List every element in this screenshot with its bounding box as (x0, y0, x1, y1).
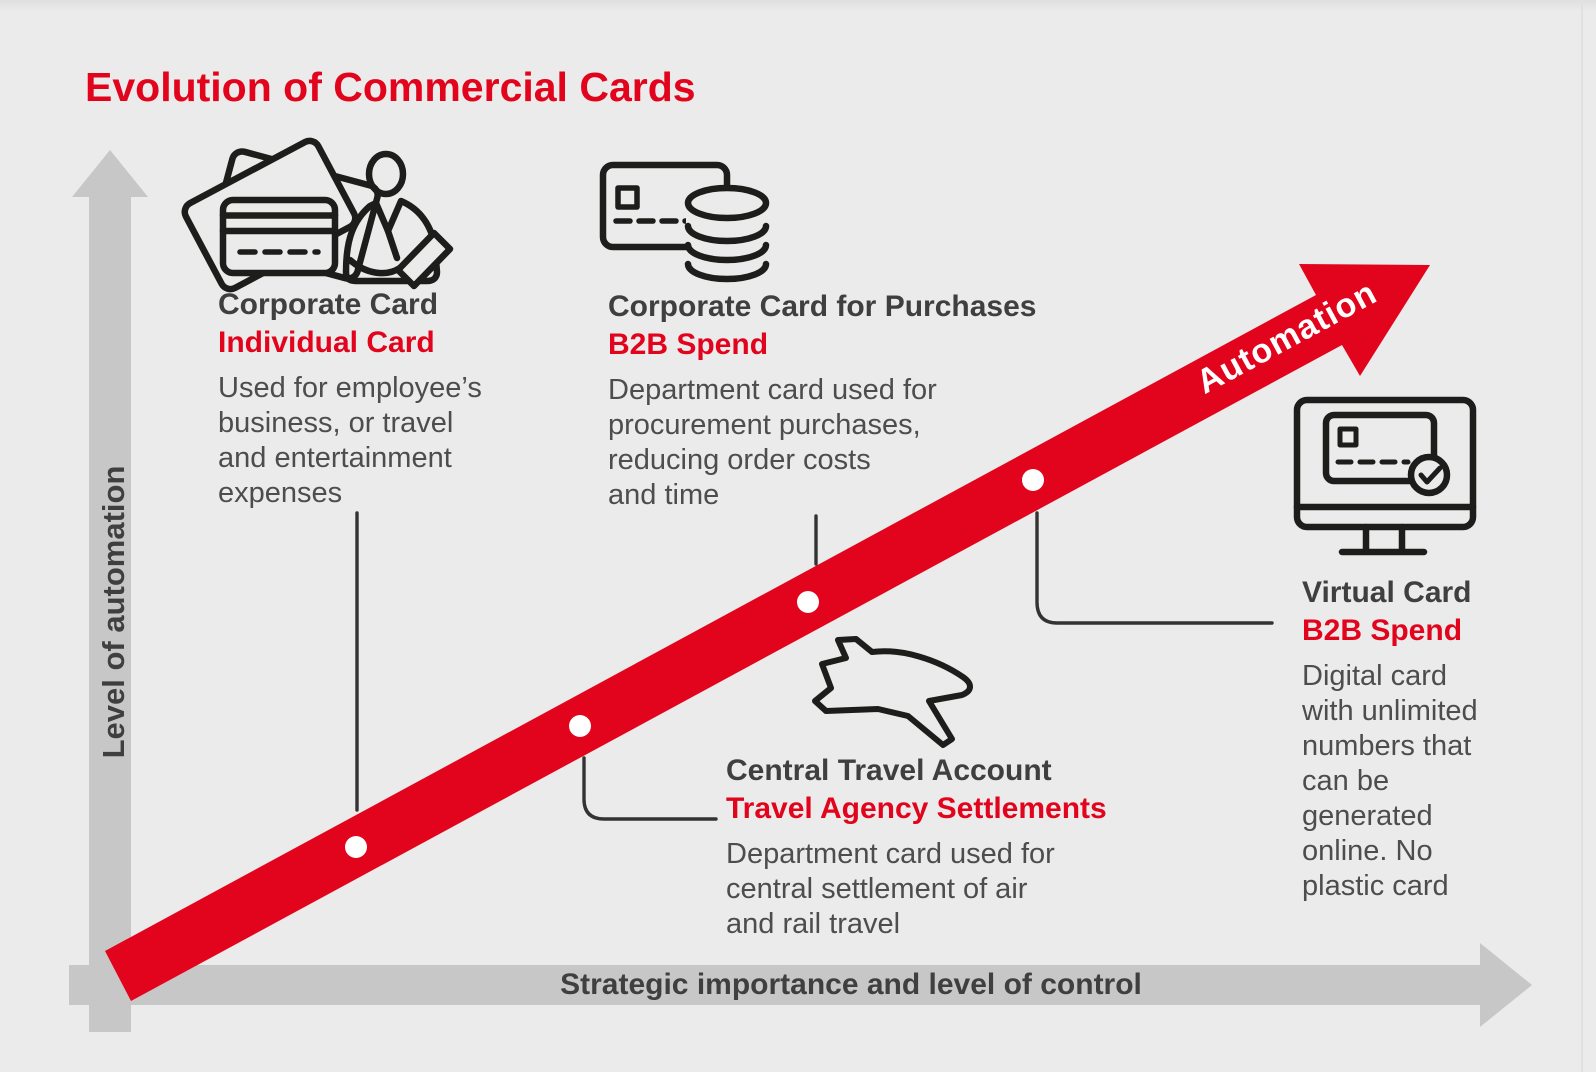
connector-lines (355, 511, 1274, 821)
stage-description: Used for employee’s business, or travel … (218, 372, 482, 509)
stage-subtitle: Individual Card (218, 326, 435, 359)
stage-subtitle: Travel Agency Settlements (726, 792, 1107, 825)
stage-title: Central Travel Account (726, 754, 1052, 787)
credit-card-coins-icon (599, 161, 770, 283)
automation-arrow (105, 264, 1430, 1001)
connector-central-travel (582, 756, 718, 821)
virtual-card-monitor-icon (1293, 396, 1477, 556)
milestone-dot (1022, 469, 1044, 491)
milestone-dot (345, 836, 367, 858)
stage-subtitle: B2B Spend (608, 328, 769, 361)
stage-title: Corporate Card for Purchases (608, 290, 1037, 323)
milestone-dot (797, 591, 819, 613)
stage-title: Corporate Card (218, 288, 439, 321)
stage-title: Virtual Card (1302, 576, 1472, 609)
stage-virtual-card: Virtual Card B2B Spend Digital card with… (1302, 574, 1542, 904)
x-axis-label: Strategic importance and level of contro… (560, 968, 1142, 1001)
stage-description: Department card used for procurement pur… (608, 374, 937, 511)
y-axis-label: Level of automation (96, 465, 131, 759)
milestone-dot (569, 715, 591, 737)
stage-corporate-card-for-purchases: Corporate Card for Purchases B2B Spend D… (608, 288, 1078, 513)
stage-subtitle: B2B Spend (1302, 614, 1463, 647)
y-axis-arrow (72, 150, 148, 1032)
milestone-dots (345, 469, 1044, 858)
stage-central-travel-account: Central Travel Account Travel Agency Set… (726, 752, 1146, 942)
airplane-icon (812, 636, 973, 748)
stage-description: Digital card with unlimited numbers that… (1302, 660, 1478, 902)
x-axis-arrow (69, 943, 1532, 1027)
stage-description: Department card used for central settlem… (726, 838, 1055, 940)
connector-virtual-card (1035, 511, 1274, 625)
stage-corporate-card: Corporate Card Individual Card Used for … (218, 286, 538, 511)
credit-cards-person-icon (181, 137, 454, 293)
page-title: Evolution of Commercial Cards (85, 64, 696, 110)
